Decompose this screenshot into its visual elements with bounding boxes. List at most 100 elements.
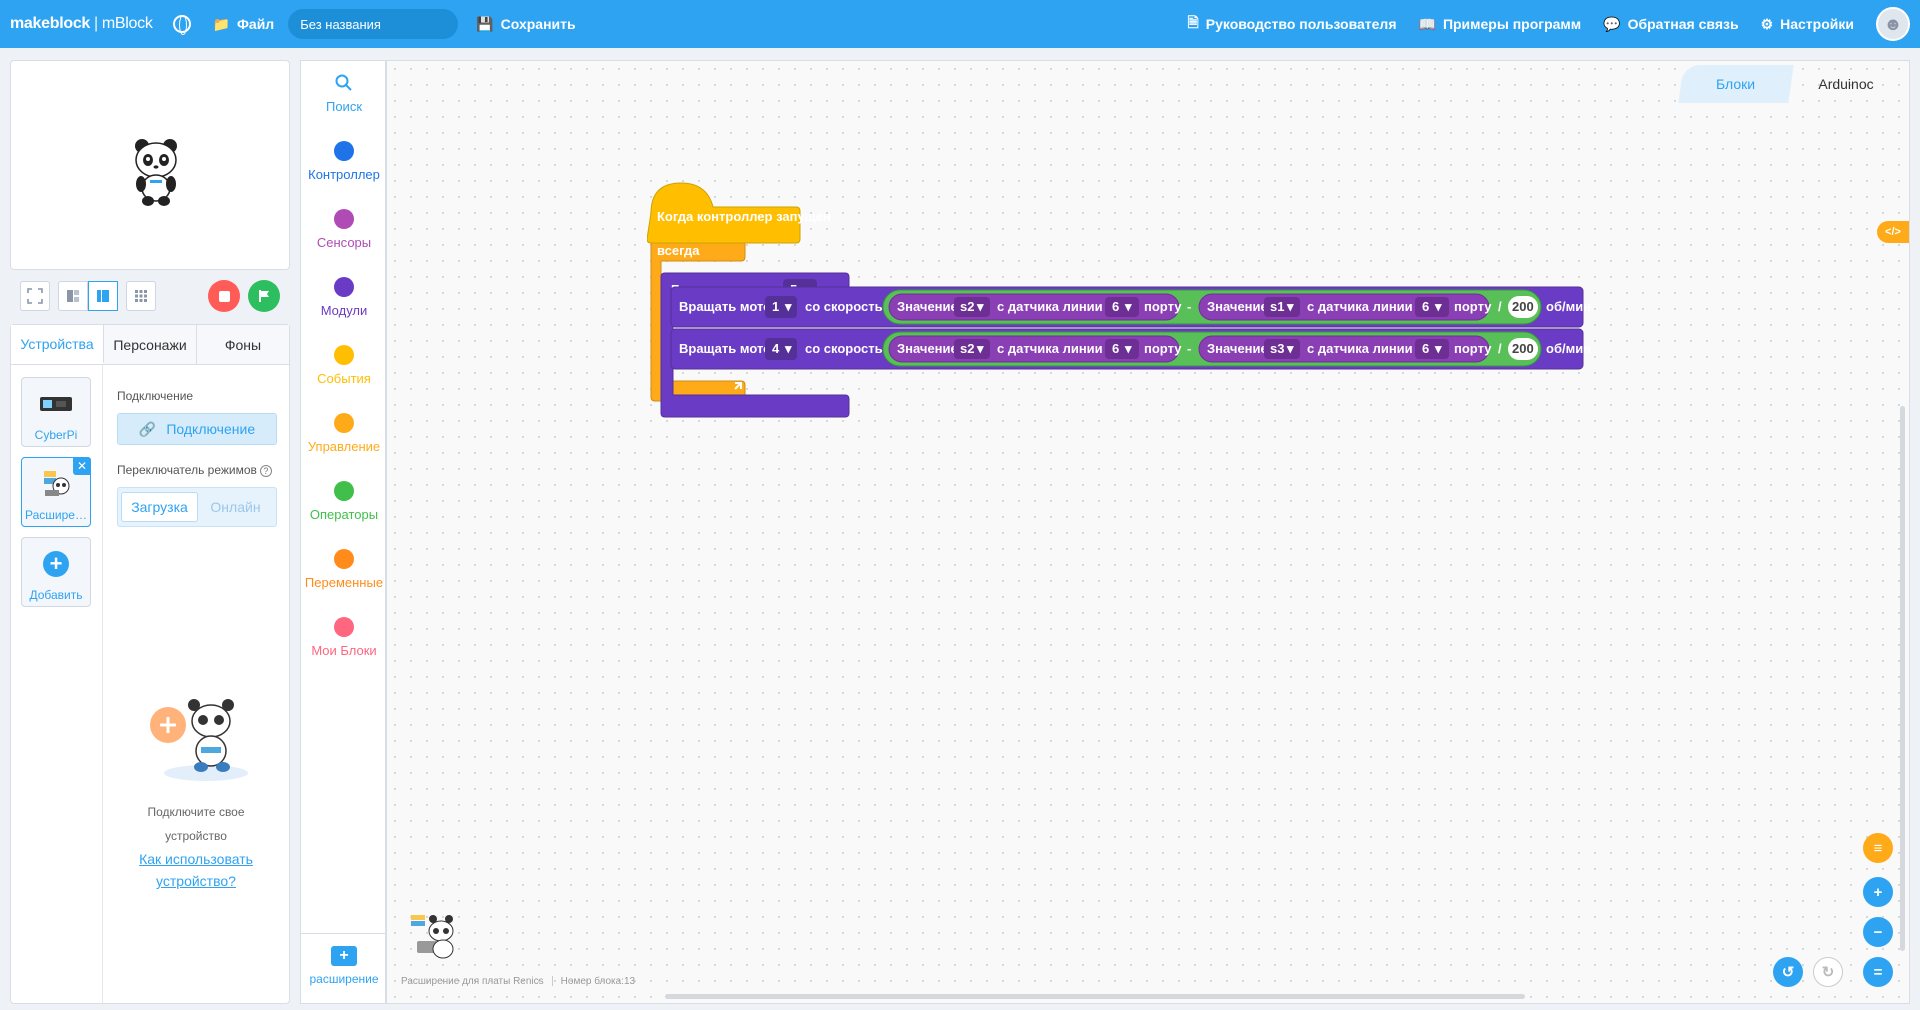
motor-dropdown[interactable] (765, 296, 797, 318)
small-stage-button[interactable] (58, 281, 88, 311)
connect-button[interactable]: 🔗 Подключение (117, 413, 277, 445)
mode-live[interactable]: Онлайн (210, 499, 261, 515)
remove-device-icon[interactable]: ✕ (73, 457, 91, 475)
code-mode-tabs: Блоки Arduinoc (1678, 65, 1901, 103)
mode-upload[interactable]: Загрузка (121, 492, 198, 522)
list-icon: ≡ (1873, 839, 1883, 857)
zoom-in-icon: + (1873, 883, 1883, 901)
settings-menu[interactable]: ⚙ Настройки (1760, 15, 1854, 33)
modules-dot-icon (334, 277, 354, 297)
examples-link[interactable]: 📖 Примеры программ (1418, 15, 1582, 33)
document-icon: 🗎 (1187, 14, 1199, 30)
feedback-link[interactable]: 💬 Обратная связь (1603, 15, 1739, 33)
green-flag-button[interactable] (248, 280, 280, 312)
horizontal-scrollbar[interactable] (665, 994, 1525, 999)
category-variables[interactable]: Переменные (301, 549, 387, 590)
extension-button[interactable]: + расширение (301, 933, 387, 1003)
port-dropdown[interactable] (1415, 339, 1449, 359)
how-to-use-link-2[interactable]: устройство? (156, 873, 236, 889)
dropdown-arrow-icon: ▾ (976, 341, 984, 356)
equals-icon: = (1873, 963, 1883, 981)
add-device-button[interactable]: + Добавить (21, 537, 91, 607)
file-menu[interactable]: 📁 Файл (212, 15, 275, 33)
category-control[interactable]: Управление (301, 413, 387, 454)
stop-button[interactable] (208, 280, 240, 312)
project-name-input[interactable] (288, 9, 459, 39)
normal-stage-button[interactable] (88, 281, 118, 311)
sprite-thumbnail[interactable] (409, 911, 459, 961)
zoom-reset-button[interactable]: = (1863, 957, 1893, 987)
stage-canvas[interactable] (10, 60, 290, 270)
port-dropdown[interactable] (1415, 297, 1449, 317)
how-to-use-link[interactable]: Как использовать (139, 851, 253, 867)
add-extension-icon: + (331, 946, 357, 966)
sensor-dropdown[interactable] (954, 297, 990, 317)
connect-panda-illustration (150, 699, 248, 781)
my-blocks-dot-icon (334, 617, 354, 637)
port-dropdown[interactable] (1105, 339, 1139, 359)
redo-button[interactable]: ↻ (1813, 957, 1843, 987)
device-item-renics[interactable]: ✕ Расширение для платы Renics (21, 457, 91, 527)
save-button[interactable]: 💾 Сохранить (476, 15, 576, 33)
category-search[interactable]: Поиск (301, 73, 387, 114)
dropdown-arrow-icon: ▾ (1124, 299, 1132, 314)
port-number: 6 (1422, 299, 1429, 314)
fullscreen-button[interactable] (20, 281, 50, 311)
panda-sprite[interactable] (126, 136, 186, 206)
stage-controls (10, 278, 290, 314)
operators-dot-icon (334, 481, 354, 501)
help-icon[interactable]: ? (259, 465, 272, 477)
sensor-dropdown[interactable] (954, 339, 990, 359)
device-item-cyberpi[interactable]: CyberPi (21, 377, 91, 447)
user-avatar[interactable]: ☻ (1876, 7, 1910, 41)
zoom-out-button[interactable]: − (1863, 917, 1893, 947)
block-script[interactable]: Когда контроллер запущен всегда Блок упр… (647, 121, 1887, 421)
divisor-input[interactable] (1508, 338, 1538, 360)
dropdown-arrow-icon: ▾ (784, 341, 792, 356)
undo-button[interactable]: ↺ (1773, 957, 1803, 987)
fullscreen-icon (27, 288, 43, 304)
link-icon: 🔗 (138, 420, 157, 437)
vertical-scrollbar[interactable] (1900, 406, 1905, 951)
dropdown-arrow-icon: ▾ (1286, 341, 1294, 356)
user-guide-link[interactable]: 🗎 Руководство пользователя (1188, 12, 1397, 36)
tab-arduinoc[interactable]: Arduinoc (1818, 76, 1874, 92)
tab-devices[interactable]: Устройства (11, 325, 104, 364)
rpm-unit-label: об/мин (1546, 341, 1591, 356)
forever-block[interactable]: всегда (657, 243, 700, 258)
language-globe-icon[interactable] (172, 15, 191, 35)
speed-label: со скоростью (805, 299, 894, 314)
tab-backdrops[interactable]: Фоны (197, 325, 289, 364)
redo-icon: ↻ (1821, 964, 1835, 981)
divisor-input[interactable] (1508, 296, 1538, 318)
search-icon (335, 74, 352, 91)
rpm-unit-label: об/мин (1546, 299, 1591, 314)
category-modules[interactable]: Модули (301, 277, 387, 318)
category-controller[interactable]: Контроллер (301, 141, 387, 182)
category-my-blocks[interactable]: Мои Блоки (301, 617, 387, 658)
panel-tabs: Устройства Персонажи Фоны (11, 325, 289, 365)
script-workspace[interactable]: Блоки Arduinoc </> Когда контроллер запу… (386, 60, 1910, 1004)
sensor-id: s2 (960, 341, 974, 356)
port-dropdown[interactable] (1105, 297, 1139, 317)
category-sensors[interactable]: Сенсоры (301, 209, 387, 250)
sensor-dropdown[interactable] (1264, 339, 1300, 359)
tab-sprites[interactable]: Персонажи (104, 325, 197, 364)
device-panel: Устройства Персонажи Фоны CyberPi ✕ Расш… (10, 324, 290, 1004)
category-operators[interactable]: Операторы (301, 481, 387, 522)
sensor-id: s1 (1270, 299, 1284, 314)
when-started-hat-block[interactable]: Когда контроллер запущен (657, 209, 831, 224)
minus-operator: - (1187, 341, 1191, 356)
cleanup-button[interactable]: ≡ (1863, 833, 1893, 863)
motor-dropdown[interactable] (765, 338, 797, 360)
code-toggle-icon[interactable]: </> (1877, 221, 1909, 243)
category-events[interactable]: События (301, 345, 387, 386)
zoom-in-button[interactable]: + (1863, 877, 1893, 907)
divide-sign: / (1498, 299, 1502, 314)
tab-blocks[interactable]: Блоки (1678, 65, 1794, 103)
sensor-dropdown[interactable] (1264, 297, 1300, 317)
grid-view-button[interactable] (126, 281, 156, 311)
